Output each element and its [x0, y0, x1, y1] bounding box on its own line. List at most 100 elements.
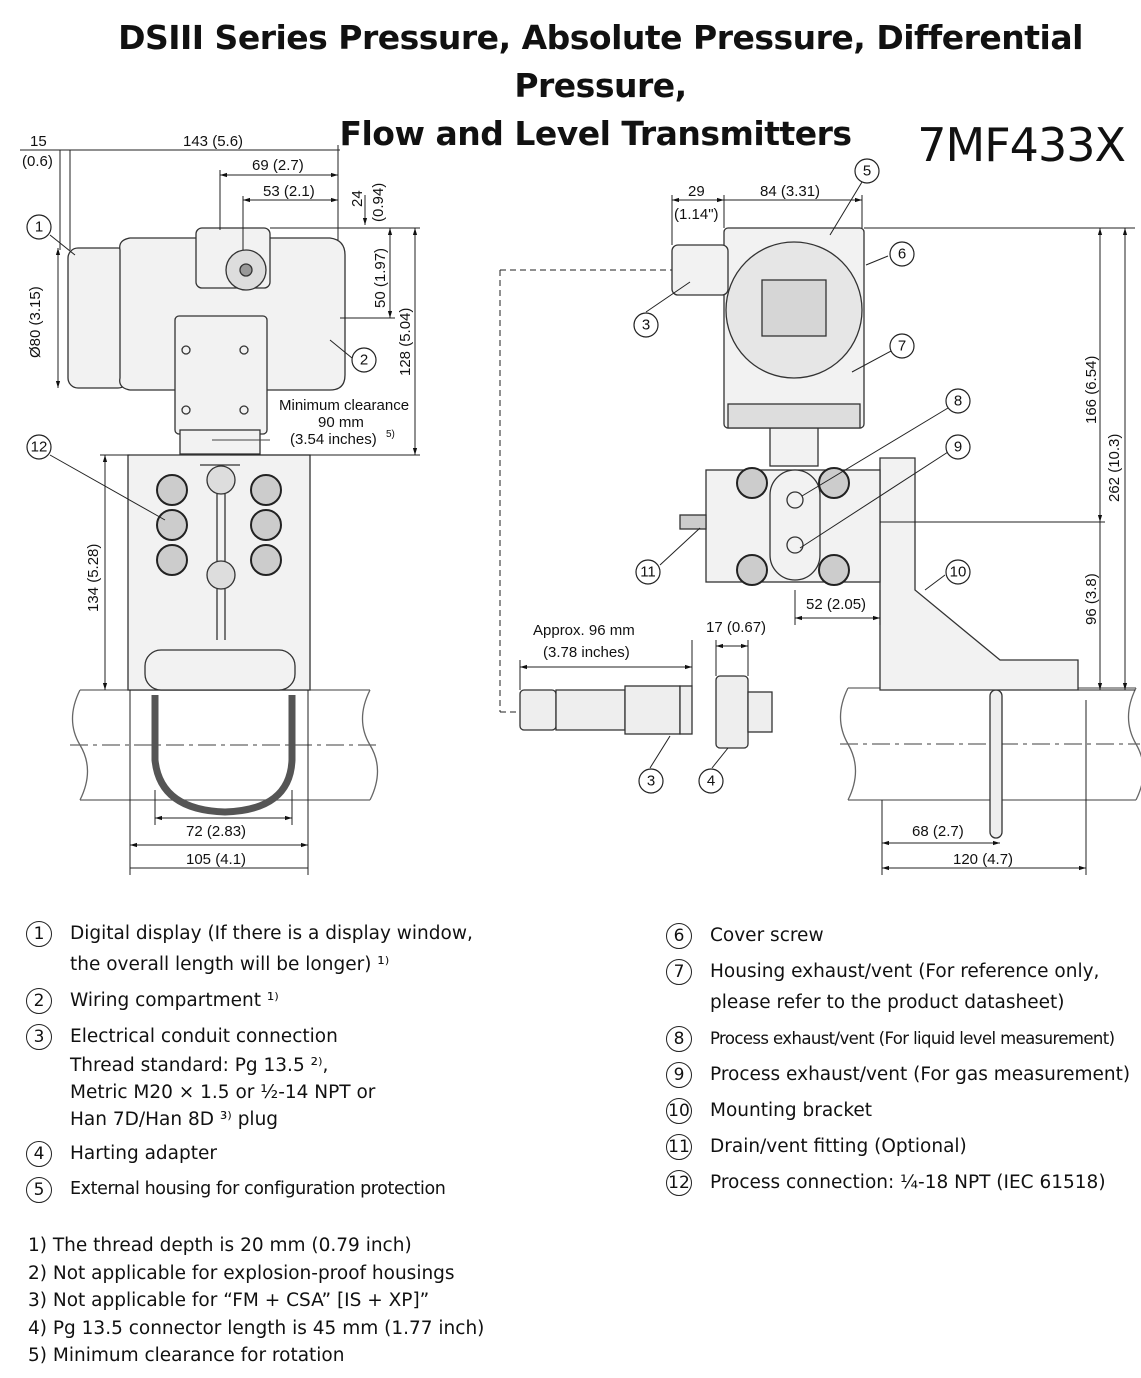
legend-text: Han 7D/Han 8D ³⁾ plug	[70, 1109, 279, 1130]
callout-11-label: 11	[640, 564, 656, 581]
dimension-drawing: 1 2 12 5 6 7 3 8 9 11 10 3 4 15 (0.6) 14…	[20, 133, 1141, 875]
callout-12	[26, 434, 52, 460]
footnotes: 1) The thread depth is 20 mm (0.79 inch)…	[28, 1232, 484, 1370]
dim-53: 53 (2.1)	[263, 183, 315, 200]
bracket-left	[127, 454, 311, 816]
dim-approx-96: Approx. 96 mm	[533, 622, 635, 639]
dim-166: 166 (6.54)	[1083, 356, 1100, 424]
title-line-2: Flow and Level Transmitters	[339, 114, 852, 153]
callout-2-label: 2	[360, 352, 368, 369]
dim-15: 15	[30, 133, 47, 150]
callout-1	[26, 214, 52, 240]
legend-item-6: 6 Cover screw	[666, 923, 1136, 951]
legend-right: 6 Cover screw 7 Housing exhaust/vent (Fo…	[666, 923, 1136, 1206]
dim-approx-96-inch: (3.78 inches)	[543, 644, 630, 661]
legend-item-8: 8 Process exhaust/vent (For liquid level…	[666, 1026, 1136, 1054]
legend-text: Wiring compartment ¹⁾	[70, 990, 279, 1011]
left-view	[20, 145, 420, 875]
legend-num: 7	[666, 959, 692, 985]
housing-left	[67, 227, 346, 455]
dim-128: 128 (5.04)	[397, 308, 414, 376]
dim-15-inch: (0.6)	[22, 153, 53, 170]
legend-text: Mounting bracket	[710, 1100, 873, 1121]
legend-num: 9	[666, 1062, 692, 1088]
legend-text: Thread standard: Pg 13.5 ²⁾,	[70, 1055, 329, 1076]
legend-text: Process connection: ¼-18 NPT (IEC 61518)	[710, 1172, 1106, 1193]
pipe-left	[70, 689, 380, 801]
dim-29-inch: (1.14")	[674, 206, 719, 223]
legend-text: the overall length will be longer) ¹⁾	[70, 954, 390, 975]
page-title: DSIII Series Pressure, Absolute Pressure…	[0, 14, 1141, 158]
dim-69: 69 (2.7)	[252, 157, 304, 174]
dim-143: 143 (5.6)	[183, 133, 243, 150]
legend-item-5: 5 External housing for configuration pro…	[26, 1177, 496, 1205]
callout-3-bottom-label: 3	[647, 773, 655, 790]
callout-1-label: 1	[35, 219, 43, 236]
dim-262: 262 (10.3)	[1106, 434, 1123, 502]
legend-text: Digital display (If there is a display w…	[70, 923, 473, 944]
dim-72: 72 (2.83)	[186, 823, 246, 840]
clearance-label-3: (3.54 inches)	[290, 431, 377, 448]
legend-item-12: 12 Process connection: ¼-18 NPT (IEC 615…	[666, 1170, 1136, 1198]
callouts	[26, 158, 971, 794]
legend-num: 4	[26, 1141, 52, 1167]
legend-text: please refer to the product datasheet)	[710, 992, 1065, 1013]
legend-item-2: 2 Wiring compartment ¹⁾	[26, 988, 496, 1016]
footnote-3: 3) Not applicable for “FM + CSA” [IS + X…	[28, 1290, 430, 1311]
footnote-1: 1) The thread depth is 20 mm (0.79 inch)	[28, 1235, 412, 1256]
dim-50: 50 (1.97)	[372, 248, 389, 308]
dim-29: 29	[688, 183, 705, 200]
callout-11	[635, 559, 661, 585]
legend-item-11: 11 Drain/vent fitting (Optional)	[666, 1134, 1136, 1162]
callout-2	[351, 347, 377, 373]
legend-text: Housing exhaust/vent (For reference only…	[710, 961, 1100, 982]
legend-text: Cover screw	[710, 925, 824, 946]
callout-10-label: 10	[950, 564, 967, 581]
dim-24-inch: (0.94)	[370, 183, 387, 222]
callout-numbers: 1 2 12 5 6 7 3 8 9 11 10 3 4	[31, 163, 967, 790]
callout-8-label: 8	[954, 393, 962, 410]
legend-text: Harting adapter	[70, 1143, 217, 1164]
callout-3-bottom	[638, 768, 664, 794]
callout-4	[698, 768, 724, 794]
legend-text: Electrical conduit connection	[70, 1026, 338, 1047]
callout-3-top-label: 3	[642, 317, 650, 334]
dim-134: 134 (5.28)	[85, 544, 102, 612]
clearance-footnote: 5)	[386, 429, 395, 440]
legend-left: 1 Digital display (If there is a display…	[26, 921, 496, 1213]
legend-item-9: 9 Process exhaust/vent (For gas measurem…	[666, 1062, 1136, 1090]
dim-17: 17 (0.67)	[706, 619, 766, 636]
callout-6-label: 6	[898, 246, 906, 263]
callout-4-label: 4	[707, 773, 715, 790]
footnote-5: 5) Minimum clearance for rotation	[28, 1345, 345, 1366]
dim-52: 52 (2.05)	[806, 596, 866, 613]
legend-num: 3	[26, 1024, 52, 1050]
legend-num: 5	[26, 1177, 52, 1203]
callout-8	[945, 388, 971, 414]
housing-right	[671, 227, 865, 467]
footnote-2: 2) Not applicable for explosion-proof ho…	[28, 1262, 455, 1284]
legend-text: Process exhaust/vent (For gas measuremen…	[710, 1064, 1131, 1085]
pipe-right	[839, 687, 1141, 839]
callout-5	[854, 158, 880, 184]
legend-item-1: 1 Digital display (If there is a display…	[26, 921, 496, 980]
legend-item-10: 10 Mounting bracket	[666, 1098, 1136, 1126]
callout-5-label: 5	[863, 163, 871, 180]
callout-7-label: 7	[898, 338, 906, 355]
legend-num: 11	[666, 1134, 692, 1160]
dim-120: 120 (4.7)	[953, 851, 1013, 868]
callout-3-top	[633, 312, 659, 338]
connector-parts	[519, 675, 773, 749]
dim-68: 68 (2.7)	[912, 823, 964, 840]
dim-24: 24	[349, 190, 366, 207]
left-dimensions	[20, 145, 420, 875]
clearance-label-2: 90 mm	[318, 414, 364, 431]
legend-num: 6	[666, 923, 692, 949]
legend-item-7: 7 Housing exhaust/vent (For reference on…	[666, 959, 1136, 1018]
right-dimensions	[499, 195, 1135, 875]
callout-9	[945, 434, 971, 460]
legend-num: 1	[26, 921, 52, 947]
legend-num: 12	[666, 1170, 692, 1196]
dim-96: 96 (3.8)	[1083, 573, 1100, 625]
legend-num: 2	[26, 988, 52, 1014]
